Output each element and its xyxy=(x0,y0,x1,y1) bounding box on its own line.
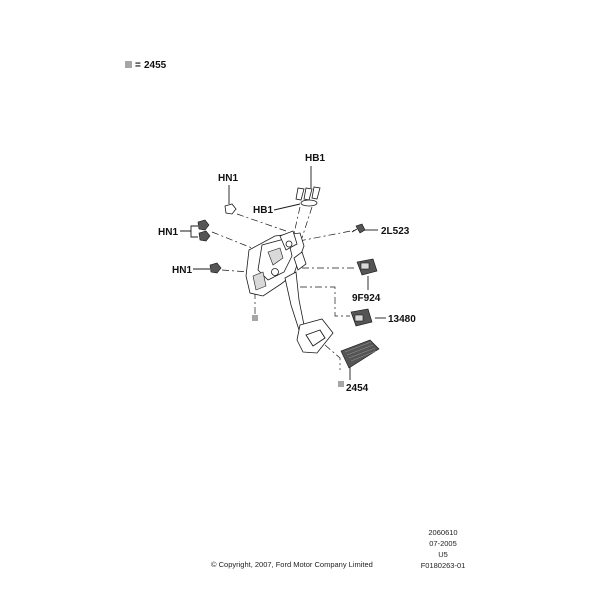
label-2l523: 2L523 xyxy=(381,226,410,237)
label-hb1-top: HB1 xyxy=(305,153,325,164)
pedal-arm xyxy=(284,271,334,354)
hb1-upper-clips xyxy=(295,186,321,207)
reference-markers xyxy=(252,315,344,387)
legend-gray-marker xyxy=(125,61,132,68)
doc-date: 07-2005 xyxy=(429,539,457,548)
marker-2455-below-bracket xyxy=(252,315,258,321)
marker-2454 xyxy=(338,381,344,387)
pedal-pad-2454 xyxy=(340,339,380,369)
switch-13480 xyxy=(350,308,373,327)
doc-revision: U5 xyxy=(438,550,448,559)
doc-number: 2060610 xyxy=(428,528,457,537)
label-hb1-mid: HB1 xyxy=(253,205,273,216)
footer: © Copyright, 2007, Ford Motor Company Li… xyxy=(211,528,465,570)
label-hn1-top: HN1 xyxy=(218,173,238,184)
label-hn1-bottom: HN1 xyxy=(172,265,192,276)
figure-id: F0180263-01 xyxy=(421,561,466,570)
legend: = 2455 xyxy=(125,60,167,71)
label-2454: 2454 xyxy=(346,383,369,394)
pedal-bracket xyxy=(245,230,307,297)
bolt-2l523 xyxy=(351,223,366,234)
label-9f924: 9F924 xyxy=(352,293,381,304)
legend-equals: = xyxy=(135,60,141,71)
hn1-nuts xyxy=(197,203,237,274)
assembly-center-lines xyxy=(211,206,357,370)
callout-labels: HB1 HB1 HN1 HN1 HN1 2L523 9F924 13480 24… xyxy=(158,153,416,394)
label-hn1-left: HN1 xyxy=(158,227,178,238)
label-13480: 13480 xyxy=(388,314,416,325)
legend-part-number: 2455 xyxy=(144,60,167,71)
copyright-text: © Copyright, 2007, Ford Motor Company Li… xyxy=(211,560,373,569)
switch-9f924 xyxy=(356,258,378,276)
leader-lines xyxy=(180,166,386,380)
